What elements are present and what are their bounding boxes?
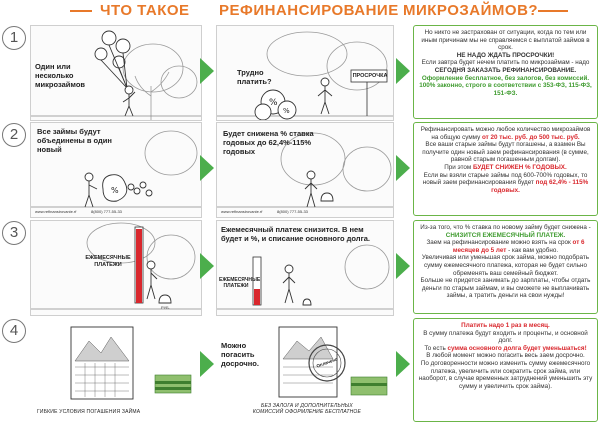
step3-info-p2b: от 6 месяцев до 5 лет bbox=[452, 239, 585, 254]
step2-info-p4: Если вы взяли старые займы под 600-700% … bbox=[422, 171, 588, 187]
step3-info-p2a: Заем на рефинансирование можно взять на … bbox=[426, 239, 571, 247]
step4-arrow-1 bbox=[200, 351, 214, 377]
step-number-3: 3 bbox=[2, 221, 26, 245]
step2-arrow-1 bbox=[200, 155, 214, 181]
step1-info-p1: Но никто не застрахован от ситуации, ког… bbox=[421, 29, 590, 52]
step1-question: Трудно платить? bbox=[237, 68, 272, 86]
step4-info-p1: Платить надо 1 раз в месяц. bbox=[461, 322, 550, 329]
title-bar: ЧТО ТАКОЕ РЕФИНАНСИРОВАНИЕ МИКРОЗАЙМОВ? bbox=[0, 0, 604, 22]
step2-arrow-2 bbox=[396, 155, 410, 181]
step2-left-illustration: % Все займы будут объединены в один новы… bbox=[30, 122, 202, 218]
step3-info-p2c: - как вам удобно. bbox=[508, 246, 559, 254]
step-row-2: 2 % Все займы будут объединены в один но… bbox=[0, 121, 604, 218]
step4-info-p5: По договоренности можно изменить сумму е… bbox=[418, 359, 593, 390]
step-number-4: 4 bbox=[2, 319, 26, 343]
step1-right-illustration: % % Трудно платить? ПРОСРОЧКА bbox=[216, 25, 394, 121]
step2-left-caption: Все займы будут объединены в один новый bbox=[37, 127, 112, 154]
step4-left-illustration: ГИБКИЕ УСЛОВИЯ ПОГАШЕНИЯ ЗАЙМА bbox=[30, 318, 202, 422]
step-row-1: 1 Один или несколько микрозаймов % bbox=[0, 24, 604, 121]
step4-right-footnote: БЕЗ ЗАЛОГА И ДОПОЛНИТЕЛЬНЫХ КОМИССИЙ ОФО… bbox=[252, 403, 362, 415]
step2-info-p2: Все ваши старые займы будут погашены, а … bbox=[422, 141, 589, 164]
step-number-2: 2 bbox=[2, 123, 26, 147]
step-number-1: 1 bbox=[2, 26, 26, 50]
step3-arrow-2 bbox=[396, 253, 410, 279]
overdue-sign: ПРОСРОЧКА bbox=[352, 73, 388, 79]
step2-info-p1b: от 20 тыс. руб. до 500 тыс. руб. bbox=[481, 133, 580, 141]
step1-left-illustration: Один или несколько микрозаймов bbox=[30, 25, 202, 121]
step3-info-box: Из-за того, что % ставка по новому займу… bbox=[413, 220, 598, 314]
title-word-1: ЧТО ТАКОЕ bbox=[100, 2, 190, 19]
step4-info-p4: В любой момент можно погасить весь заем … bbox=[426, 352, 585, 360]
step1-left-caption: Один или несколько микрозаймов bbox=[35, 62, 86, 89]
relief-man-icon bbox=[217, 132, 393, 208]
step3-left-currency: РУБ. bbox=[161, 305, 170, 310]
step-row-4: 4 ГИБКИЕ УСЛОВИЯ ПОГАШЕНИЯ ЗАЙМА bbox=[0, 317, 604, 427]
step3-info-p1b: СНИЗИТСЯ ЕЖЕМЕСЯЧНЫЙ ПЛАТЕЖ. bbox=[445, 231, 566, 239]
step4-info-p3a: То есть bbox=[424, 344, 446, 352]
step1-info-box: Но никто не застрахован от ситуации, ког… bbox=[413, 25, 598, 119]
title-line-right bbox=[538, 10, 568, 12]
step3-info-p3: Увеличивая или уменьшая срок займа, можн… bbox=[421, 254, 590, 277]
step4-info-p2: В сумму платежа будут входить и проценты… bbox=[423, 329, 588, 345]
step4-arrow-2 bbox=[396, 351, 410, 377]
step3-right-caption: Ежемесячный платеж снизится. В нем будет… bbox=[221, 225, 370, 243]
step-row-3: 3 ЕЖЕМЕСЯЧНЫЕ ПЛАТЕЖИ РУБ. Ежемесячный п… bbox=[0, 219, 604, 316]
high-payment-thermometer-icon bbox=[31, 222, 201, 310]
step3-left-illustration: ЕЖЕМЕСЯЧНЫЕ ПЛАТЕЖИ РУБ. bbox=[30, 220, 202, 316]
overdue-worry-icon: % % bbox=[217, 31, 393, 120]
step3-left-label: ЕЖЕМЕСЯЧНЫЕ ПЛАТЕЖИ bbox=[85, 255, 131, 268]
step3-info-p4: Больше не придется занимать до зарплаты,… bbox=[420, 277, 591, 300]
title-word-3: МИКРОЗАЙМОВ? bbox=[403, 2, 539, 19]
step1-info-p4: Оформление бесплатное, без залогов, без … bbox=[419, 74, 592, 97]
man-with-balloons-icon bbox=[31, 30, 201, 120]
step4-left-caption: ГИБКИЕ УСЛОВИЯ ПОГАШЕНИЯ ЗАЙМА bbox=[37, 409, 141, 415]
title-line-left bbox=[70, 10, 92, 12]
step2-right-caption: Будет снижена % ставка годовых до 62,4%-… bbox=[223, 129, 314, 156]
step3-info-p1: Из-за того, что % ставка по новому займу… bbox=[420, 224, 591, 231]
paid-stamp-calendar-icon bbox=[278, 326, 388, 398]
sack-percent-label: % bbox=[111, 186, 119, 195]
svg-text:%: % bbox=[283, 107, 290, 115]
step1-info-p2: НЕ НАДО ЖДАТЬ ПРОСРОЧКИ! bbox=[456, 51, 555, 59]
step3-right-label: ЕЖЕМЕСЯЧНЫЕ ПЛАТЕЖИ bbox=[219, 277, 261, 289]
step1-info-p3b: СЕГОДНЯ ЗАКАЗАТЬ РЕФИНАНСИРОВАНИЕ. bbox=[434, 66, 577, 74]
calendar-money-icon bbox=[70, 326, 192, 400]
step1-arrow-2 bbox=[396, 58, 410, 84]
step2-info-box: Рефинансировать можно любое количество м… bbox=[413, 122, 598, 216]
step1-info-p3: Если завтра будет нечем платить по микро… bbox=[421, 59, 590, 67]
step2-right-phone: 8(800) 777-55-33 bbox=[277, 209, 308, 214]
step4-info-box: Платить надо 1 раз в месяц. В сумму плат… bbox=[413, 318, 598, 422]
title-word-2: РЕФИНАНСИРОВАНИЕ bbox=[219, 2, 399, 19]
step1-arrow-1 bbox=[200, 58, 214, 84]
step4-right-caption: Можно погасить досрочно. bbox=[221, 341, 259, 368]
step4-right-illustration: Можно погасить досрочно. Оплачено БЕЗ ЗА… bbox=[216, 318, 394, 422]
money-sack-icon: % bbox=[31, 130, 201, 208]
step2-phone: 8(800) 777-55-33 bbox=[91, 209, 122, 214]
step2-info-p3a: При этом bbox=[444, 163, 472, 171]
step2-info-p3b: БУДЕТ СНИЖЕН % ГОДОВЫХ. bbox=[473, 163, 567, 171]
step3-right-illustration: Ежемесячный платеж снизится. В нем будет… bbox=[216, 220, 394, 316]
step2-right-website: www.refinansirovanie.rf bbox=[221, 209, 263, 214]
low-payment-thermometer-icon bbox=[217, 244, 393, 310]
step3-arrow-1 bbox=[200, 253, 214, 279]
step2-info-p1a: Рефинансировать можно любое количество м… bbox=[420, 126, 591, 141]
step2-website: www.refinansirovanie.rf bbox=[35, 209, 77, 214]
step4-info-p3b: сумма основного долга будет уменьшаться! bbox=[447, 344, 587, 352]
svg-text:%: % bbox=[269, 98, 278, 108]
step2-info-p4b: под 62,4% - 115% годовых. bbox=[491, 179, 589, 194]
step2-right-illustration: Будет снижена % ставка годовых до 62,4%-… bbox=[216, 122, 394, 218]
